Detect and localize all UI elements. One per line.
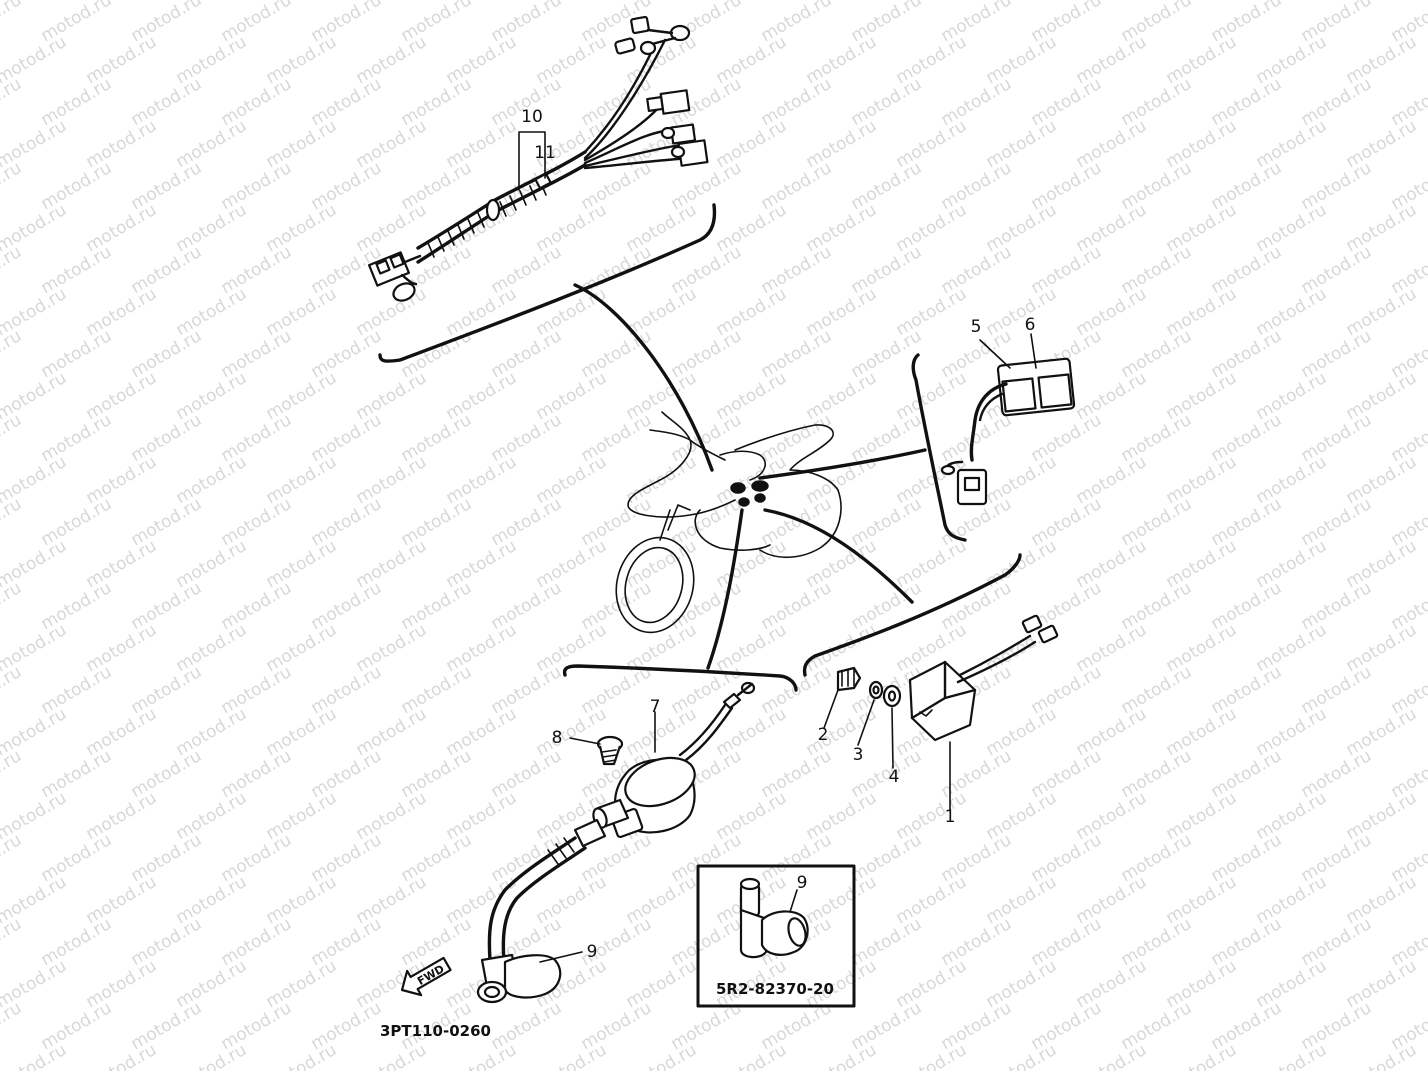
watermark-text: motod.ru [1073,1040,1151,1071]
watermark-text: motod.ru [623,1040,701,1071]
callout-6: 6 [1025,315,1036,335]
watermark-text: motod.ru [1343,1040,1421,1071]
callout-labels: 10 11 5 6 7 8 2 3 4 1 9 9 [521,107,1035,962]
watermark-text: motod.ru [1253,1040,1331,1071]
callout-7: 7 [650,697,661,717]
watermark-text: motod.ru [83,1040,161,1071]
watermark-text: motod.ru [1163,1040,1241,1071]
watermark-text: motod.ru [353,1040,431,1071]
cdi-assembly [802,553,1059,811]
watermark-text: motod.ru [443,1040,521,1071]
watermark-text: motod.ru [0,578,25,634]
watermark-text: motod.ru [0,914,25,970]
watermark-text: motod.ru [0,242,25,298]
ignition-coil-assembly [476,664,798,1004]
main-part-code: 3PT110-0260 [380,1022,491,1040]
callout-10: 10 [521,107,543,127]
watermark-text: motod.ru [173,1040,251,1071]
wire-harness [368,15,717,363]
watermark-text: motod.ru [803,1040,881,1071]
watermark-text: motod.ru [0,494,25,550]
watermark-text: motod.ru [893,1040,971,1071]
callout-11: 11 [534,143,556,163]
watermark-text: motod.ru [0,662,25,718]
watermark-text: motod.ru [0,0,25,46]
motorcycle-outline [573,283,927,670]
callout-9-main: 9 [587,942,598,962]
watermark-text: motod.ru [0,1040,70,1071]
watermark-text: motod.ru [0,830,25,886]
relay-assembly [911,333,1076,542]
callout-3: 3 [853,745,864,765]
watermark-text: motod.ru [983,1040,1061,1071]
watermark-text: motod.ru [713,1040,791,1071]
callout-8: 8 [552,728,563,748]
watermark-text: motod.ru [0,998,25,1054]
watermark-text: motod.ru [533,1040,611,1071]
watermark-text: motod.ru [0,74,25,130]
watermark-text: motod.ru [0,326,25,382]
watermark-text: motod.ru [263,1040,341,1071]
watermark-text: motod.ru [0,158,25,214]
watermark-text: motod.ru [0,410,25,466]
inset-part-code: 5R2-82370-20 [716,980,834,998]
callout-4: 4 [889,767,900,787]
callout-1: 1 [945,807,956,827]
inset-box [696,864,856,1008]
callout-2: 2 [818,725,829,745]
callout-5: 5 [971,317,982,337]
callout-9-inset: 9 [797,873,808,893]
watermark-text: motod.ru [0,746,25,802]
